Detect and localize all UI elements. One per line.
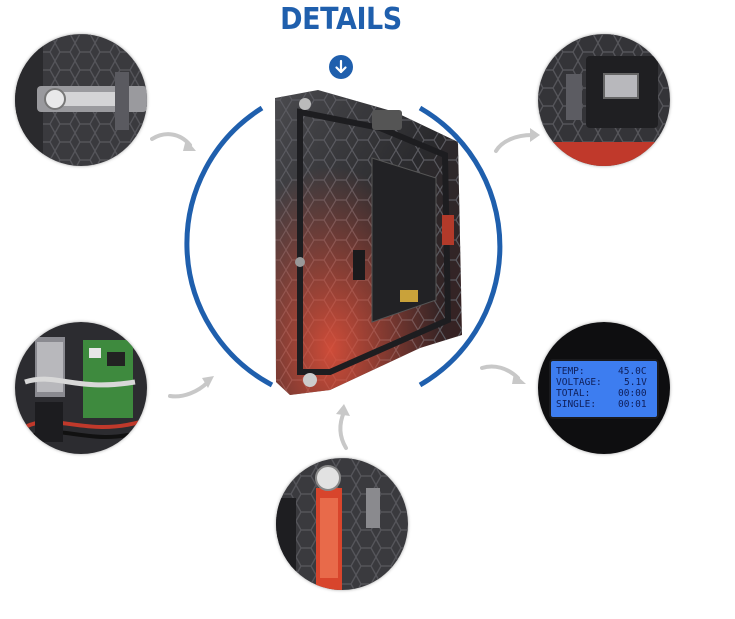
curved-arrow-icon (150, 132, 196, 151)
detail-photo-lock-latch (15, 34, 147, 166)
curved-arrow-icon (480, 364, 526, 384)
detail-photo-lcd-monitor (538, 322, 670, 454)
lcd-row-single: SINGLE: (556, 400, 596, 410)
lcd-row-temp: TEMP: (556, 367, 585, 377)
lcd-row-voltage: VOLTAGE: (556, 378, 602, 388)
lcd-label: TOTAL: (556, 388, 591, 399)
curved-arrow-icon (168, 376, 214, 399)
curved-arrow-icon (336, 404, 350, 450)
arrow-down-icon (335, 59, 347, 74)
lcd-value: 5.1V (624, 377, 647, 388)
lcd-value: 00:00 (618, 388, 647, 399)
lcd-row-total: TOTAL: (556, 389, 590, 399)
lcd-label: VOLTAGE: (556, 377, 602, 388)
ring-right-arc (418, 105, 503, 388)
lcd-value: 00:01 (618, 399, 647, 410)
lcd-row-temp-value: 45.0C (618, 367, 647, 377)
page-title: DETAILS (280, 2, 402, 37)
detail-photo-module-connector (538, 34, 670, 166)
cabinet-panel (275, 90, 462, 395)
lcd-row-voltage-value: 5.1V (624, 378, 647, 388)
scroll-down-button[interactable] (329, 55, 353, 79)
lcd-label: TEMP: (556, 366, 585, 377)
detail-photo-corner-protector (276, 458, 408, 590)
curved-arrow-icon (494, 128, 540, 153)
ring-left-arc (184, 105, 274, 388)
lcd-label: SINGLE: (556, 399, 597, 410)
lcd-row-total-value: 00:00 (618, 389, 647, 399)
lcd-row-single-value: 00:01 (618, 400, 647, 410)
detail-photo-wiring (15, 322, 147, 454)
lcd-value: 45.0C (618, 366, 647, 377)
